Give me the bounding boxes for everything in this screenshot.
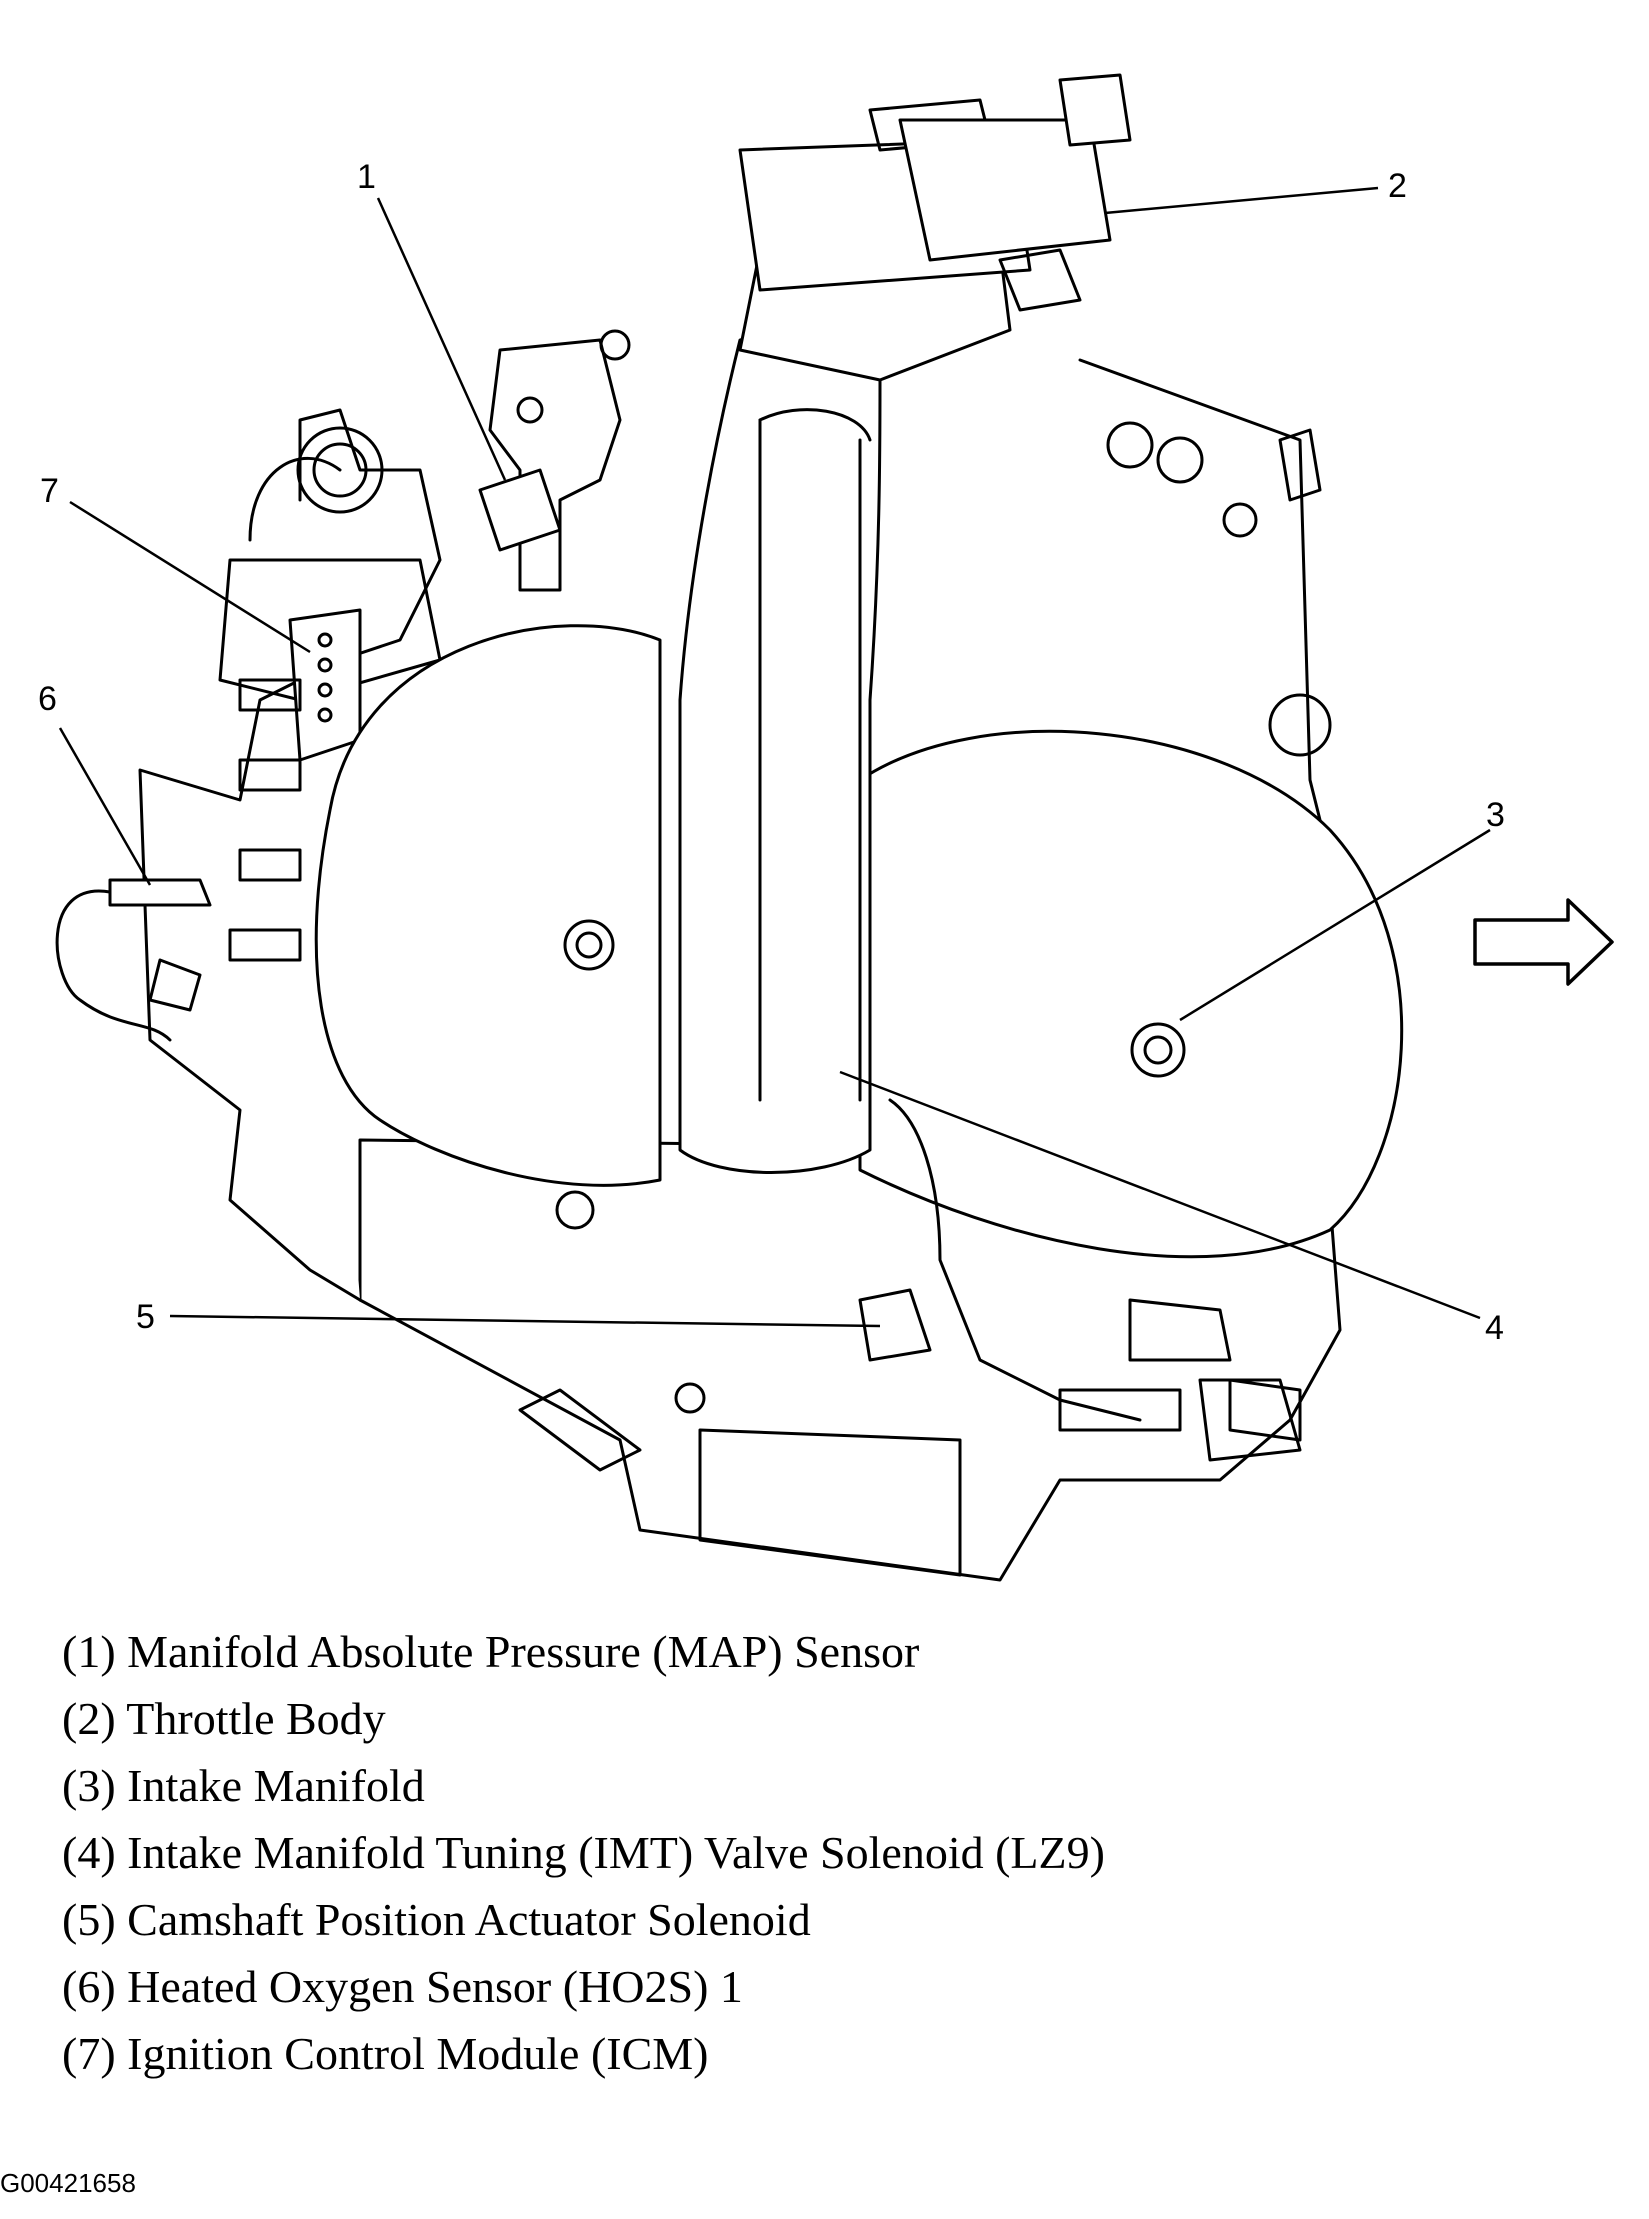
legend-list: (1) Manifold Absolute Pressure (MAP) Sen… [62,1618,1105,2087]
callout-2: 2 [1388,167,1407,205]
legend-item: (6) Heated Oxygen Sensor (HO2S) 1 [62,1961,743,2012]
legend-item: (4) Intake Manifold Tuning (IMT) Valve S… [62,1827,1105,1878]
leader-lines [58,186,1491,1328]
callout-1: 1 [357,158,376,196]
legend-item: (1) Manifold Absolute Pressure (MAP) Sen… [62,1626,920,1677]
callout-5: 5 [136,1298,155,1336]
right-arrow-icon [1473,898,1614,986]
callout-3: 3 [1486,796,1505,834]
callout-7: 7 [40,472,59,510]
callout-4: 4 [1485,1309,1504,1347]
engine-diagram: 1 2 3 4 5 6 7 [38,73,1614,1582]
legend-item: (7) Ignition Control Module (ICM) [62,2028,709,2079]
callout-6: 6 [38,680,57,718]
engine-illustration [55,73,1404,1582]
legend-item: (3) Intake Manifold [62,1760,425,1811]
legend-item: (5) Camshaft Position Actuator Solenoid [62,1894,811,1945]
figure-id: G00421658 [0,2168,136,2198]
legend-item: (2) Throttle Body [62,1693,386,1744]
